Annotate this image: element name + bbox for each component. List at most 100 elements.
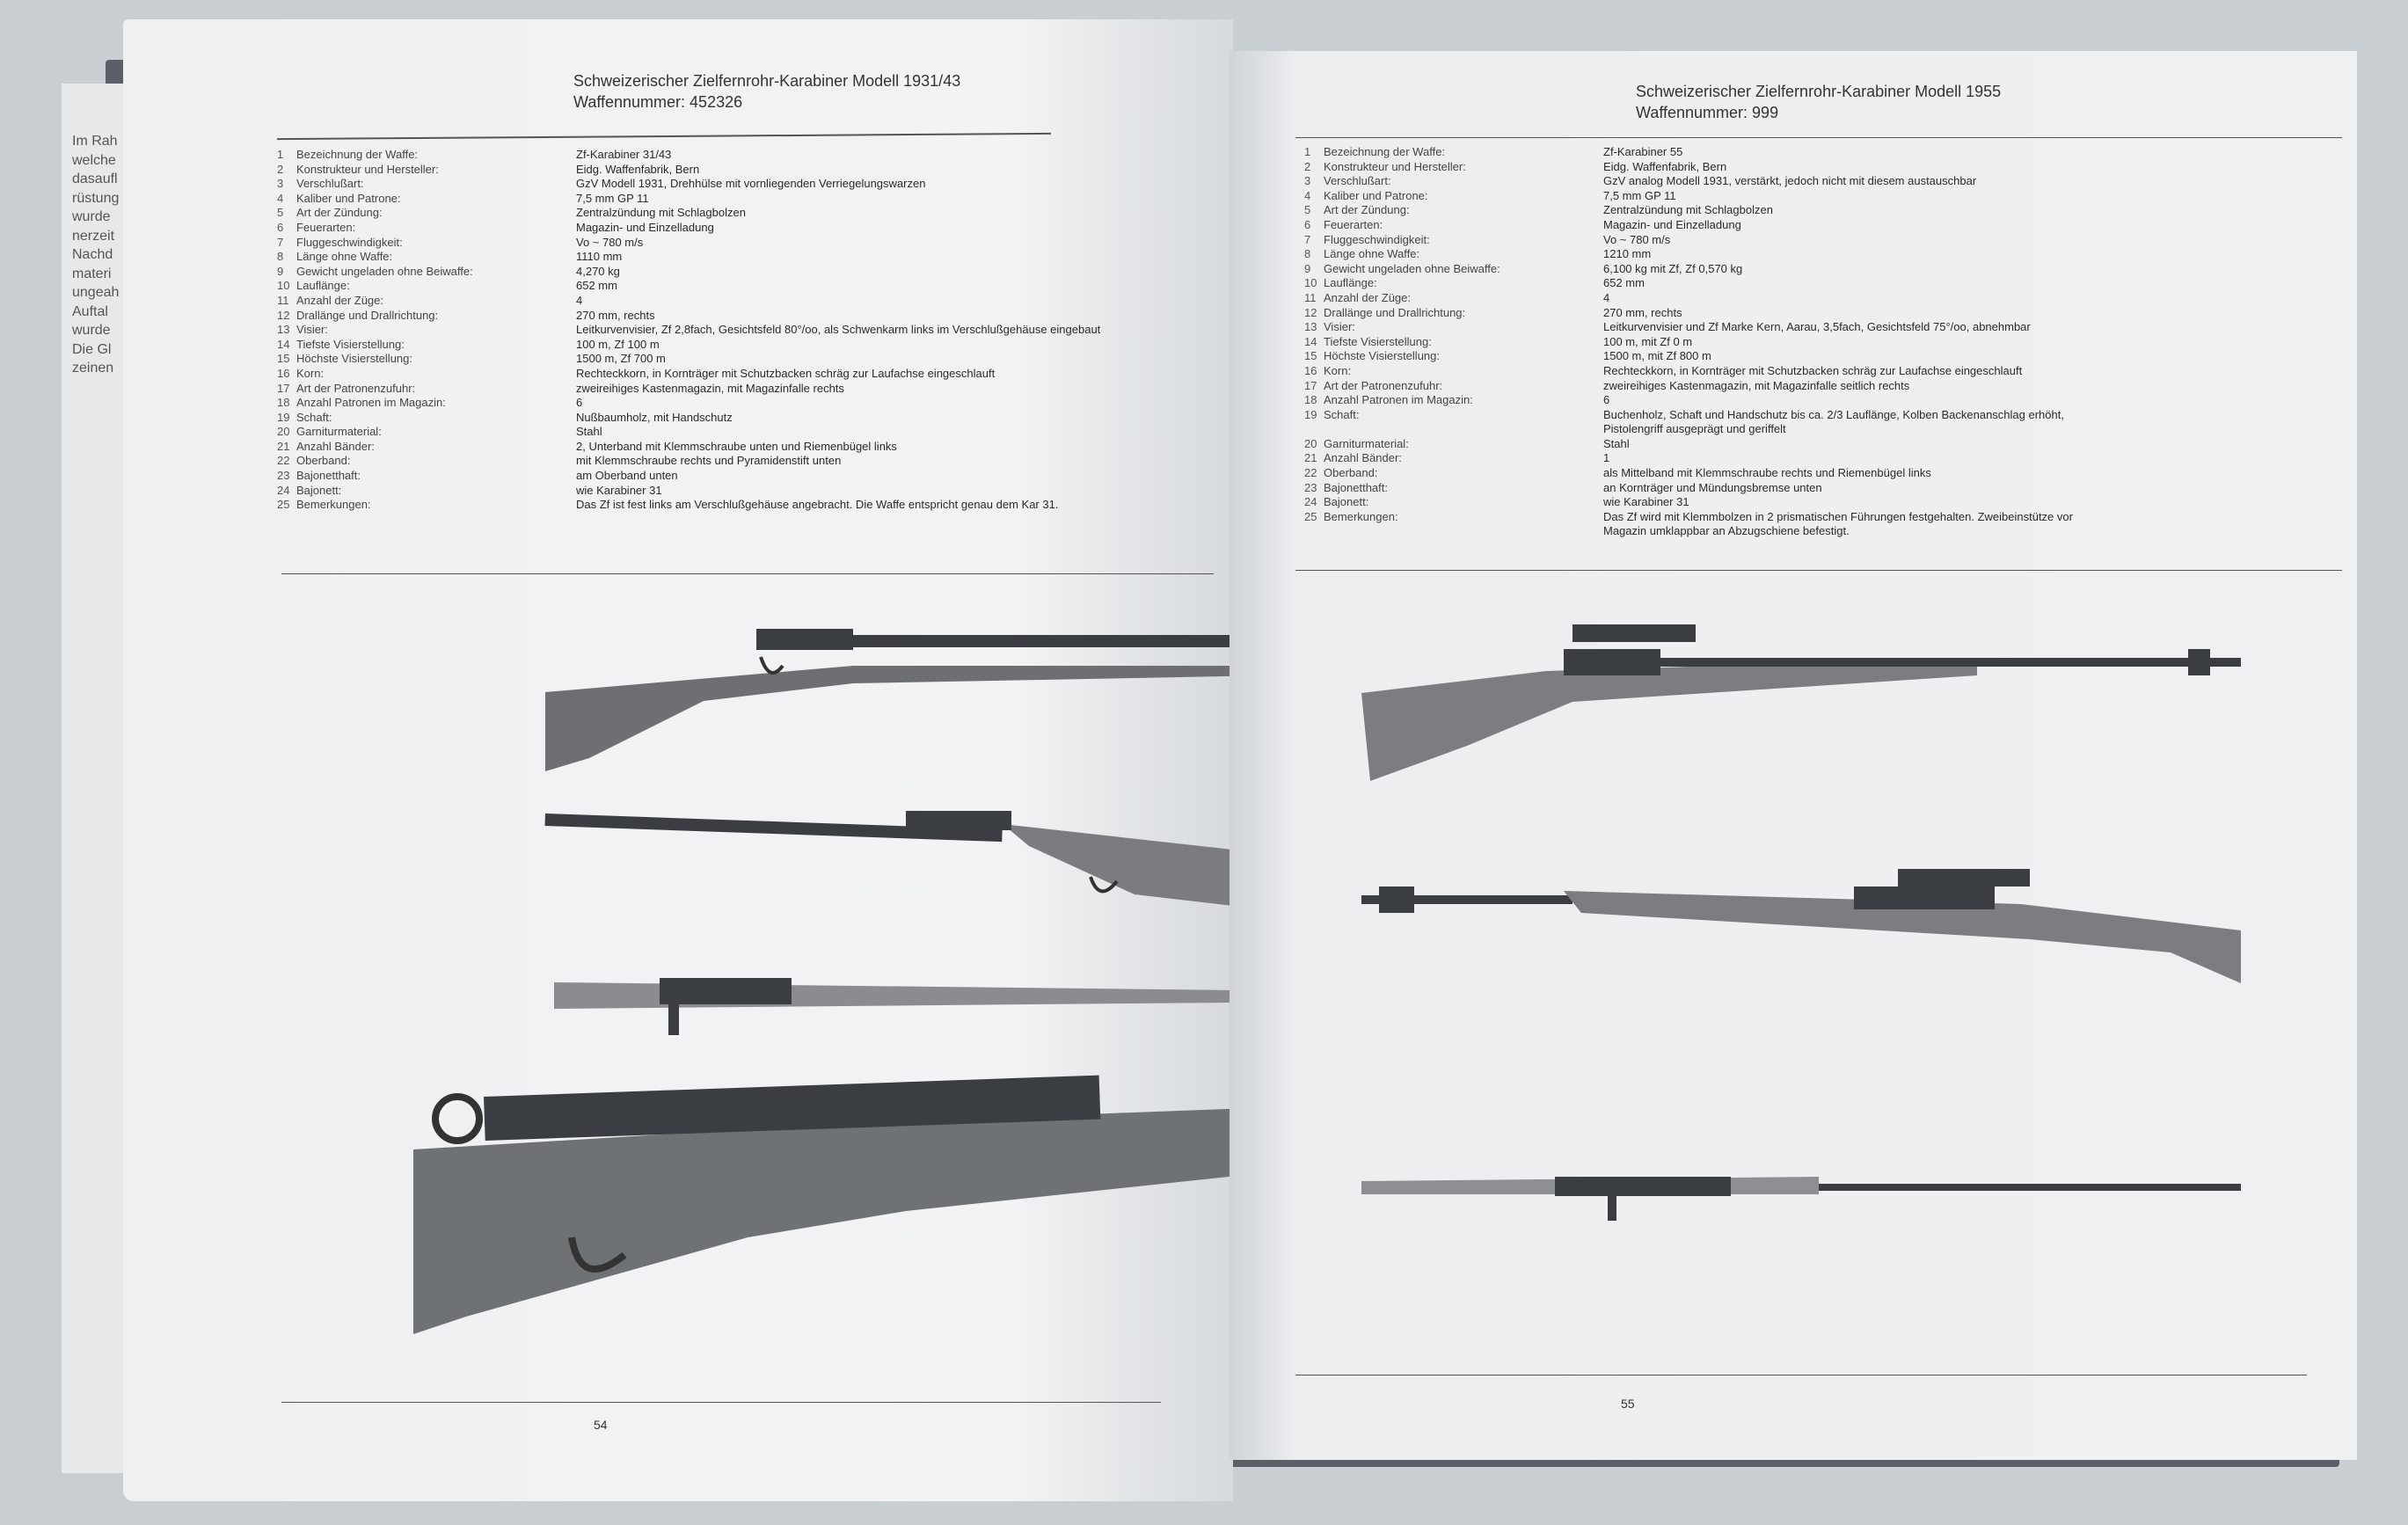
spec-value: 652 mm — [1603, 276, 1645, 290]
spec-number: 25 — [1304, 509, 1317, 523]
fragment-text: nerzeit — [72, 228, 115, 244]
weapon-number: Waffennummer: 999 — [1636, 104, 1779, 121]
spec-number: 6 — [277, 220, 284, 234]
spec-label: Feuerarten: — [296, 220, 356, 234]
spec-label: Schaft: — [296, 410, 332, 424]
spec-number: 1 — [1304, 145, 1311, 158]
rifle-image-scoped-side-right — [1361, 869, 2241, 983]
spec-label: Anzahl der Züge: — [296, 293, 384, 307]
spec-label: Feuerarten: — [1324, 217, 1383, 231]
spec-value: GzV Modell 1931, Drehhülse mit vornliege… — [576, 177, 926, 191]
spec-value: Leitkurvenvisier, Zf 2,8fach, Gesichtsfe… — [576, 323, 1101, 337]
spec-value: Leitkurvenvisier und Zf Marke Kern, Aara… — [1603, 320, 2031, 334]
spec-label: Art der Zündung: — [296, 206, 383, 220]
spec-value: Zf-Karabiner 55 — [1603, 145, 1683, 158]
spec-value: Pistolengriff ausgeprägt und geriffelt — [1603, 422, 1786, 436]
spec-number: 24 — [1304, 495, 1317, 509]
spec-label: Oberband: — [1324, 466, 1378, 480]
spec-label: Anzahl Bänder: — [1324, 451, 1402, 465]
spec-value: Rechteckkorn, in Kornträger mit Schutzba… — [576, 366, 996, 380]
divider — [1295, 570, 2342, 571]
spec-label: Bezeichnung der Waffe: — [1324, 145, 1446, 158]
spec-value: Rechteckkorn, in Kornträger mit Schutzba… — [1603, 363, 2023, 377]
spec-value: 6 — [1603, 393, 1610, 407]
spec-number: 10 — [277, 279, 290, 293]
spec-value: 6,100 kg mit Zf, Zf 0,570 kg — [1603, 261, 1743, 275]
spec-value: zweireihiges Kastenmagazin, mit Magazinf… — [576, 381, 844, 395]
rifle-photos — [1361, 624, 2241, 1221]
spec-value: am Oberband unten — [576, 469, 678, 483]
spec-number: 10 — [1304, 276, 1317, 290]
spec-value: 652 mm — [576, 279, 617, 293]
spec-row: Magazin umklappbar an Abzugschiene befes… — [1304, 524, 2073, 539]
spec-number: 19 — [277, 410, 290, 424]
spec-label: Fluggeschwindigkeit: — [1324, 232, 1430, 246]
spec-number: 17 — [1304, 378, 1317, 392]
spec-number: 2 — [1304, 159, 1311, 173]
spec-label: Garniturmaterial: — [1324, 436, 1409, 450]
spec-label: Anzahl Patronen im Magazin: — [296, 396, 446, 410]
spec-label: Schaft: — [1324, 407, 1360, 421]
spec-value: Vo ~ 780 m/s — [1603, 232, 1671, 246]
page-number: 55 — [1621, 1397, 1635, 1411]
fragment-text: Auftal — [72, 303, 108, 319]
spec-number: 23 — [1304, 480, 1317, 494]
spec-label: Länge ohne Waffe: — [296, 250, 393, 264]
divider — [1295, 137, 2342, 138]
page-title: Schweizerischer Zielfernrohr-Karabiner M… — [1636, 81, 2001, 123]
spec-value: GzV analog Modell 1931, verstärkt, jedoc… — [1603, 174, 1977, 188]
spec-number: 13 — [1304, 320, 1317, 334]
spec-number: 16 — [1304, 363, 1317, 377]
spec-label: Fluggeschwindigkeit: — [296, 235, 403, 249]
spec-label: Gewicht ungeladen ohne Beiwaffe: — [1324, 261, 1500, 275]
spec-number: 9 — [277, 264, 284, 278]
spec-number: 2 — [277, 162, 284, 176]
spec-value: 270 mm, rechts — [1603, 305, 1682, 319]
spec-value: 1500 m, Zf 700 m — [576, 352, 666, 366]
spec-value: Eidg. Waffenfabrik, Bern — [576, 162, 700, 176]
spec-value: Nußbaumholz, mit Handschutz — [576, 410, 733, 424]
spec-label: Anzahl Bänder: — [296, 439, 375, 453]
spec-number: 13 — [277, 323, 290, 337]
spec-row: 19 Schaft: Nußbaumholz, mit Handschutz — [277, 411, 1100, 426]
spec-label: Tiefste Visierstellung: — [296, 337, 405, 351]
spec-number: 20 — [1304, 436, 1317, 450]
rifle-image-closeup — [413, 1075, 1319, 1334]
spec-label: Art der Patronenzufuhr: — [1324, 378, 1443, 392]
spec-value: 1210 mm — [1603, 247, 1652, 261]
spec-number — [1304, 422, 1324, 437]
right-page: Schweizerischer Zielfernrohr-Karabiner M… — [1230, 51, 2357, 1460]
spec-label: Bemerkungen: — [296, 498, 371, 512]
spec-value: zweireihiges Kastenmagazin, mit Magazinf… — [1603, 378, 1910, 392]
spec-label — [1324, 524, 1603, 539]
spec-label: Verschlußart: — [1324, 174, 1391, 188]
spec-label: Garniturmaterial: — [296, 425, 382, 439]
title-text: Schweizerischer Zielfernrohr-Karabiner M… — [1636, 83, 2002, 100]
spec-number: 4 — [277, 191, 284, 205]
spec-number: 16 — [277, 366, 290, 380]
spec-number: 3 — [277, 177, 284, 191]
fragment-text: Nachd — [72, 247, 113, 262]
